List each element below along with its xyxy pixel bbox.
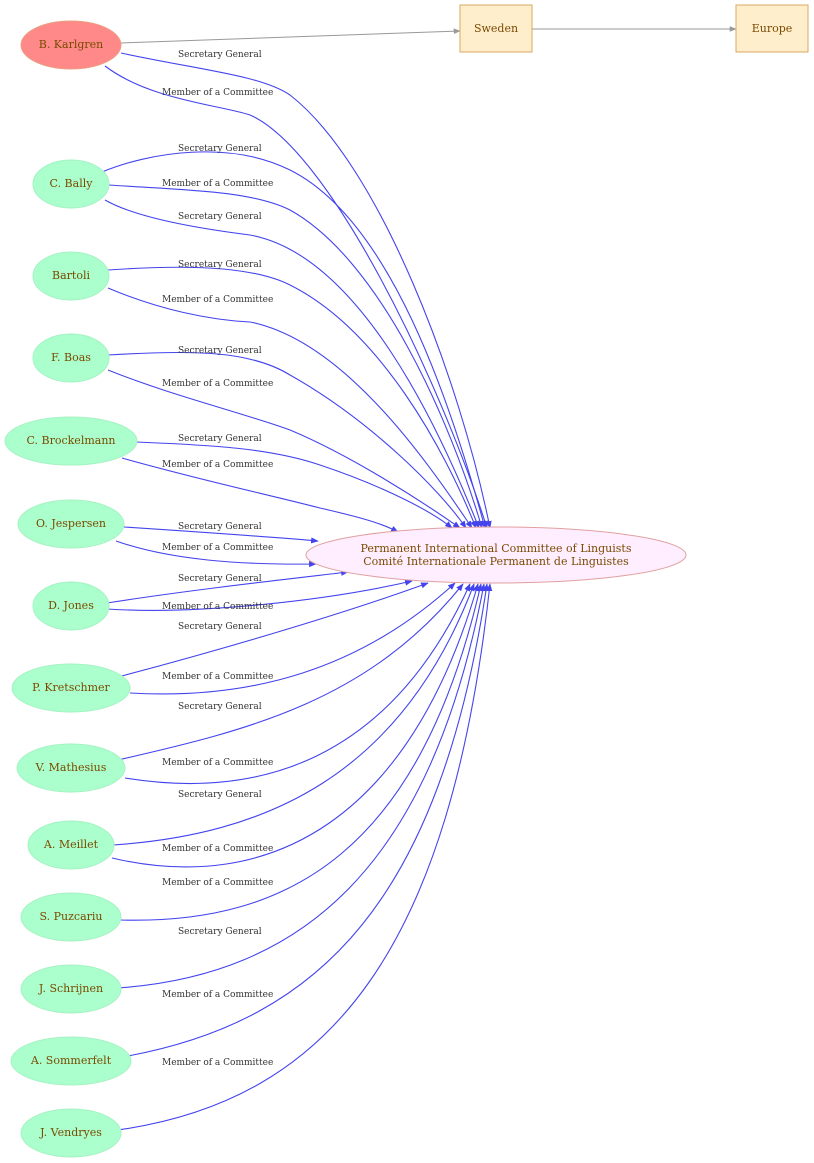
- node-bartoli[interactable]: Bartoli: [32, 251, 110, 301]
- edge-sommerfelt-member: [127, 583, 490, 1057]
- edge-label: Secretary General: [178, 144, 262, 154]
- edge-karlgren-secretary: [120, 52, 492, 529]
- node-label: Bartoli: [52, 269, 90, 282]
- node-label: Sweden: [474, 22, 518, 35]
- edge-label: Secretary General: [178, 50, 262, 60]
- edge-label: Secretary General: [178, 622, 262, 632]
- edge-label: Member of a Committee: [162, 543, 273, 553]
- node-label: S. Puzcariu: [40, 910, 103, 923]
- edge-label: Member of a Committee: [162, 460, 273, 470]
- edge-bally-member: [108, 184, 483, 529]
- node-sweden[interactable]: Sweden: [459, 4, 533, 53]
- edge-jespersen-member: [115, 540, 317, 568]
- edge-label: Member of a Committee: [162, 379, 273, 389]
- committee-name-french: Comité Internationale Permanent de Lingu…: [363, 555, 629, 568]
- edge-label: Secretary General: [178, 522, 262, 532]
- node-label: J. Schrijnen: [38, 982, 103, 995]
- edge-jones-secretary: [106, 569, 349, 604]
- node-schrijnen[interactable]: J. Schrijnen: [20, 964, 122, 1014]
- edge-label: Member of a Committee: [162, 179, 273, 189]
- edge-label: Secretary General: [178, 434, 262, 444]
- node-label: F. Boas: [51, 351, 91, 364]
- edge-label: Secretary General: [178, 790, 262, 800]
- node-label: O. Jespersen: [36, 517, 106, 530]
- edge-jespersen-secretary: [123, 526, 319, 544]
- node-europe[interactable]: Europe: [735, 4, 809, 53]
- edge-label: Secretary General: [178, 346, 262, 356]
- node-bally[interactable]: C. Bally: [32, 159, 110, 209]
- edge-bally-secretary-2: [104, 199, 480, 529]
- edge-boas-secretary: [107, 351, 467, 529]
- node-label: J. Vendryes: [39, 1126, 102, 1139]
- edge-brockelmann-secretary: [135, 441, 453, 529]
- edge-karlgren-sweden: [120, 28, 461, 44]
- edge-label: Member of a Committee: [162, 1058, 273, 1068]
- edge-label: Member of a Committee: [162, 878, 273, 888]
- edge-mathesius-secretary: [117, 583, 464, 761]
- node-label: V. Mathesius: [35, 761, 107, 774]
- node-puzcariu[interactable]: S. Puzcariu: [20, 892, 122, 942]
- node-committee[interactable]: Permanent International Committee of Lin…: [305, 526, 687, 584]
- edge-label: Secretary General: [178, 702, 262, 712]
- edge-label: Secretary General: [178, 260, 262, 270]
- node-mathesius[interactable]: V. Mathesius: [16, 743, 126, 793]
- edge-schrijnen-secretary: [117, 583, 486, 989]
- node-jones[interactable]: D. Jones: [32, 581, 110, 631]
- node-label: A. Sommerfelt: [30, 1054, 112, 1067]
- edge-jones-member: [106, 579, 413, 611]
- edge-label: Member of a Committee: [162, 990, 273, 1000]
- edge-label: Member of a Committee: [162, 295, 273, 305]
- edge-label: Member of a Committee: [162, 758, 273, 768]
- edge-label: Member of a Committee: [162, 672, 273, 682]
- node-meillet[interactable]: A. Meillet: [27, 820, 115, 870]
- edge-label: Secretary General: [178, 574, 262, 584]
- edge-label: Secretary General: [178, 212, 262, 222]
- edge-kretschmer-member: [129, 582, 456, 695]
- edge-kretschmer-secretary: [117, 582, 429, 678]
- node-vendryes[interactable]: J. Vendryes: [20, 1108, 122, 1158]
- edge-meillet-member: [111, 583, 480, 868]
- node-label: D. Jones: [48, 599, 94, 612]
- node-sommerfelt[interactable]: A. Sommerfelt: [10, 1036, 132, 1086]
- node-jespersen[interactable]: O. Jespersen: [17, 499, 125, 549]
- edge-puzcariu-member: [119, 583, 483, 921]
- edge-meillet-secretary: [112, 583, 475, 846]
- edge-label: Member of a Committee: [162, 844, 273, 854]
- edge-bartoli-secretary: [107, 266, 477, 529]
- edge-labels: Secretary General Member of a Committee …: [162, 50, 273, 1068]
- node-karlgren[interactable]: B. Karlgren: [20, 20, 122, 70]
- edge-label: Secretary General: [178, 927, 262, 937]
- edge-bally-secretary: [101, 151, 487, 529]
- node-label: B. Karlgren: [39, 38, 104, 51]
- node-label: P. Kretschmer: [32, 681, 110, 694]
- location-edges: [120, 26, 737, 44]
- node-brockelmann[interactable]: C. Brockelmann: [4, 416, 138, 466]
- edge-label: Member of a Committee: [162, 602, 273, 612]
- node-kretschmer[interactable]: P. Kretschmer: [11, 663, 131, 713]
- edge-boas-member: [107, 369, 461, 529]
- edge-karlgren-member: [104, 65, 488, 529]
- node-label: A. Meillet: [43, 838, 99, 851]
- edge-label: Member of a Committee: [162, 88, 273, 98]
- node-boas[interactable]: F. Boas: [32, 333, 110, 383]
- edge-vendryes-member: [117, 583, 493, 1131]
- node-label: C. Bally: [50, 177, 94, 190]
- edge-mathesius-member: [124, 583, 471, 784]
- edge-bartoli-member: [107, 287, 473, 529]
- node-label: C. Brockelmann: [27, 434, 116, 447]
- committee-edges: [101, 52, 493, 1131]
- node-label: Europe: [752, 22, 793, 35]
- edge-brockelmann-member: [121, 457, 399, 533]
- committee-name-english: Permanent International Committee of Lin…: [361, 542, 632, 555]
